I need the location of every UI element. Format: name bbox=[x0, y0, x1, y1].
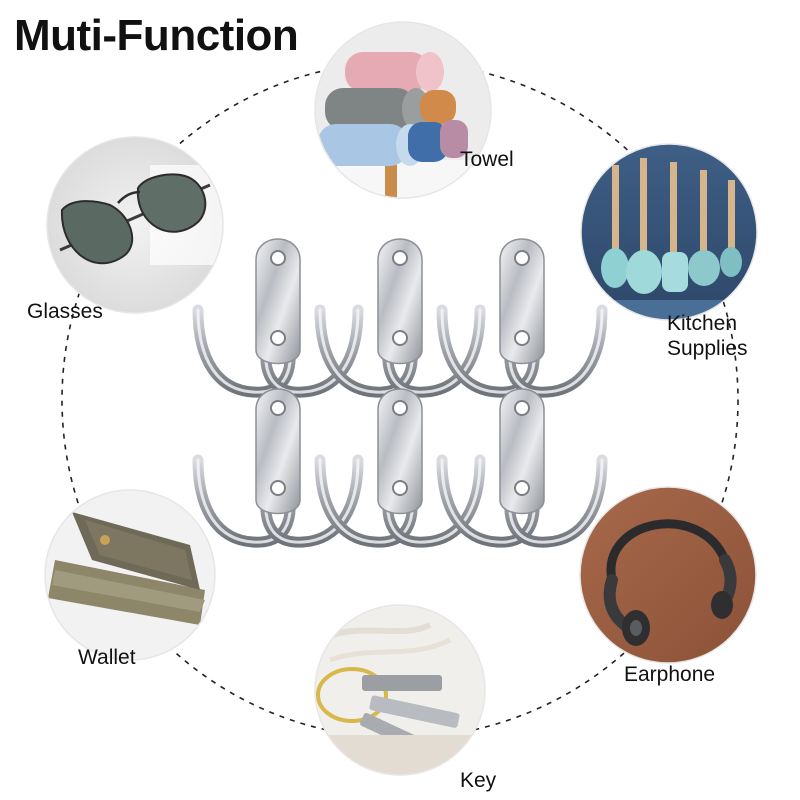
label-towel: Towel bbox=[460, 148, 514, 171]
kitchen-photo-frame bbox=[580, 143, 758, 321]
label-wallet: Wallet bbox=[78, 646, 136, 669]
label-glasses: Glasses bbox=[27, 300, 103, 323]
label-kitchen-supplies: Kitchen Supplies bbox=[667, 311, 748, 361]
earphone-photo-frame bbox=[579, 486, 757, 664]
glasses-photo bbox=[47, 137, 223, 313]
label-kitchen-line-2: Supplies bbox=[667, 337, 748, 360]
label-key: Key bbox=[460, 769, 497, 792]
towel-photo bbox=[315, 22, 491, 198]
kitchen-photo bbox=[581, 144, 757, 320]
hook-group bbox=[198, 239, 602, 542]
key-photo bbox=[315, 605, 485, 775]
page-title: Muti-Function bbox=[14, 11, 299, 60]
wallet-photo bbox=[45, 490, 215, 660]
earphone-photo bbox=[580, 487, 756, 663]
towel-photo-frame bbox=[314, 21, 492, 199]
label-earphone: Earphone bbox=[624, 663, 716, 686]
glasses-photo-frame bbox=[46, 136, 224, 314]
key-photo-frame bbox=[314, 604, 486, 776]
label-kitchen-line-1: Kitchen bbox=[667, 312, 738, 335]
wallet-photo-frame bbox=[44, 489, 216, 661]
